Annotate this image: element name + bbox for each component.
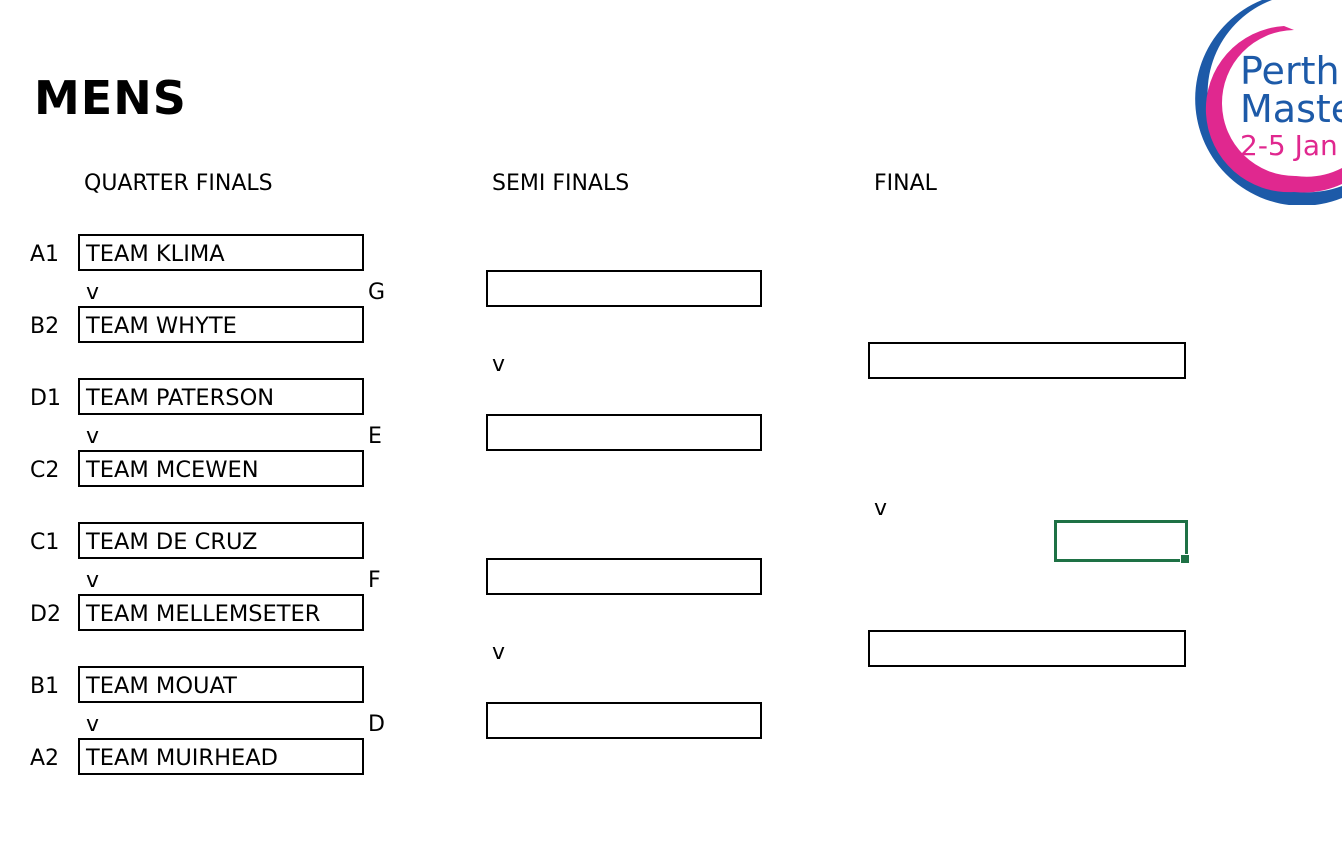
- seed-label: D2: [30, 602, 61, 627]
- seed-label: C2: [30, 458, 60, 483]
- match-letter: D: [368, 712, 385, 737]
- logo-text-line3: 2-5 Jan: [1240, 129, 1338, 162]
- team-cell-paterson[interactable]: TEAM PATERSON: [78, 378, 364, 415]
- quarter-finals-header: QUARTER FINALS: [84, 171, 273, 196]
- selected-cell[interactable]: [1054, 520, 1188, 562]
- seed-label: C1: [30, 530, 60, 555]
- versus-label: v: [492, 352, 506, 377]
- versus-label: v: [874, 496, 888, 521]
- page-title: MENS: [34, 71, 187, 125]
- team-cell-klima[interactable]: TEAM KLIMA: [78, 234, 364, 271]
- versus-label: v: [492, 640, 506, 665]
- seed-label: B1: [30, 674, 60, 699]
- final-cell[interactable]: [868, 630, 1186, 667]
- logo-text-line1: Perth: [1240, 49, 1340, 93]
- match-letter: G: [368, 280, 386, 305]
- seed-label: A1: [30, 242, 60, 267]
- versus-label: v: [86, 280, 100, 305]
- team-cell-muirhead[interactable]: TEAM MUIRHEAD: [78, 738, 364, 775]
- semi-final-cell[interactable]: [486, 702, 762, 739]
- team-cell-de-cruz[interactable]: TEAM DE CRUZ: [78, 522, 364, 559]
- seed-label: A2: [30, 746, 60, 771]
- team-cell-whyte[interactable]: TEAM WHYTE: [78, 306, 364, 343]
- final-cell[interactable]: [868, 342, 1186, 379]
- fill-handle[interactable]: [1180, 554, 1190, 564]
- match-letter: E: [368, 424, 382, 449]
- team-cell-mcewen[interactable]: TEAM MCEWEN: [78, 450, 364, 487]
- logo-text-line2: Masters: [1240, 87, 1342, 131]
- team-cell-mouat[interactable]: TEAM MOUAT: [78, 666, 364, 703]
- seed-label: D1: [30, 386, 61, 411]
- versus-label: v: [86, 568, 100, 593]
- team-cell-mellemseter[interactable]: TEAM MELLEMSETER: [78, 594, 364, 631]
- semi-final-cell[interactable]: [486, 414, 762, 451]
- versus-label: v: [86, 712, 100, 737]
- semi-final-cell[interactable]: [486, 558, 762, 595]
- semi-final-cell[interactable]: [486, 270, 762, 307]
- match-letter: F: [368, 568, 381, 593]
- final-header: FINAL: [874, 171, 937, 196]
- versus-label: v: [86, 424, 100, 449]
- seed-label: B2: [30, 314, 60, 339]
- perth-masters-logo: Perth Masters 2-5 Jan: [1144, 0, 1342, 205]
- semi-finals-header: SEMI FINALS: [492, 171, 630, 196]
